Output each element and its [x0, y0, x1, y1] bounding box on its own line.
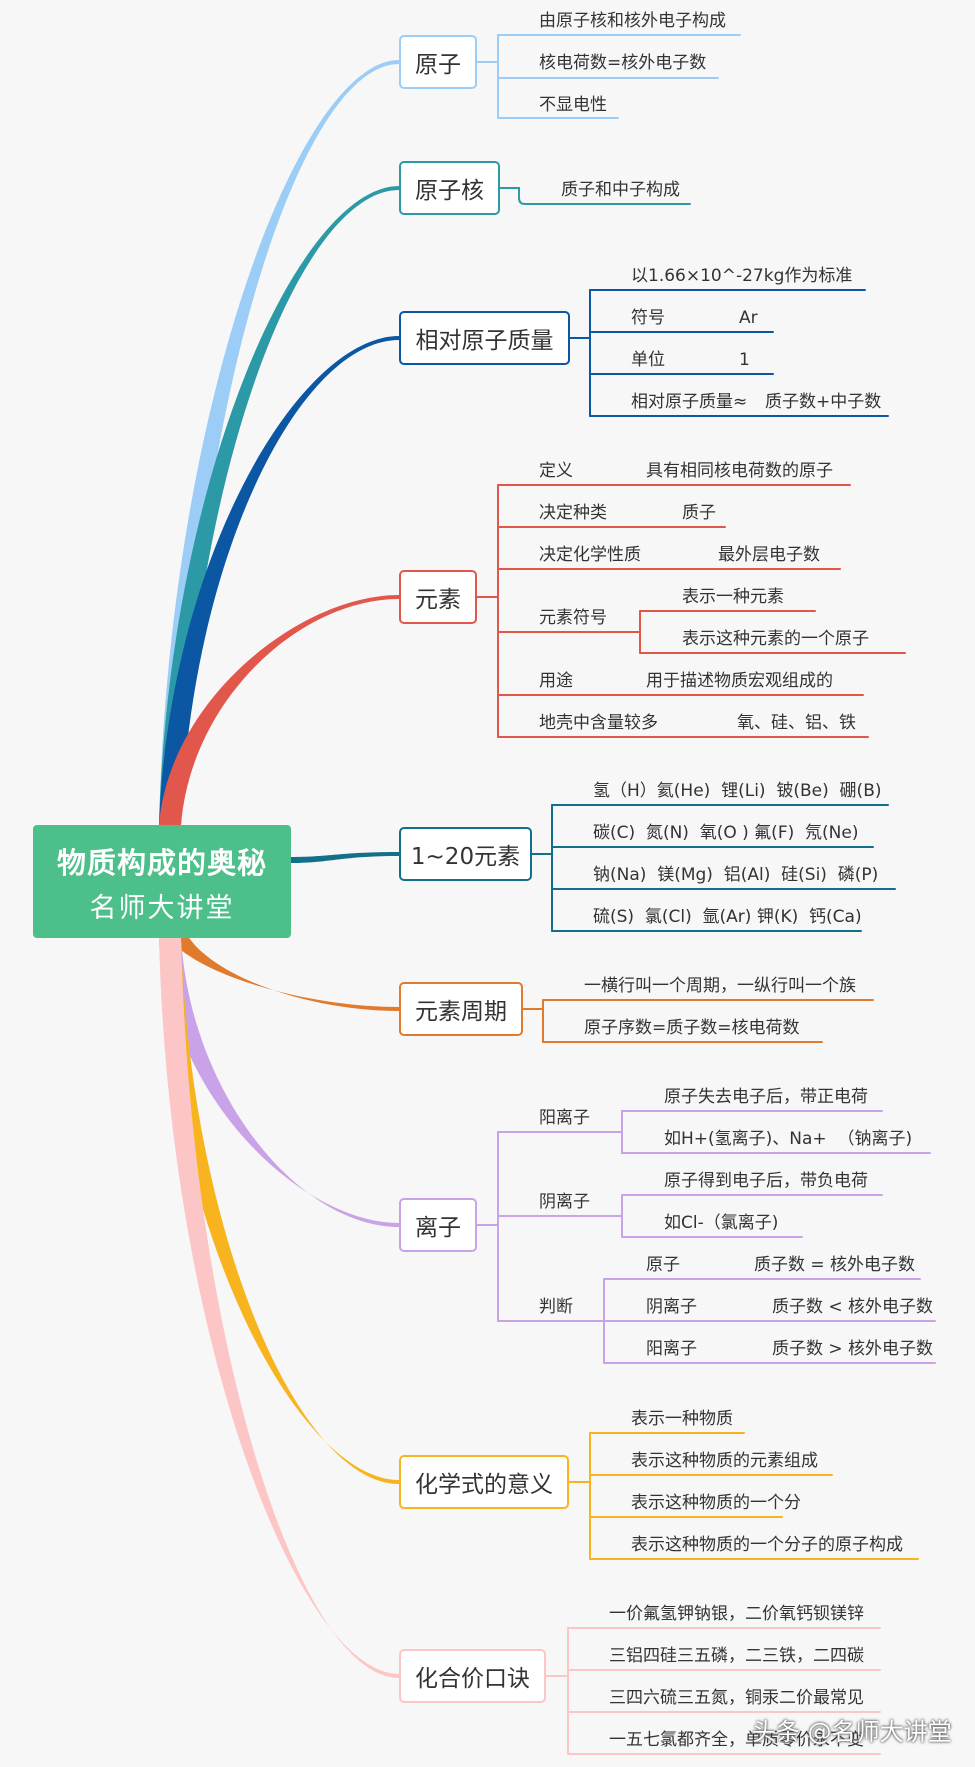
ion-detail[interactable]: 原子得到电子后，带负电荷 [664, 1171, 868, 1191]
ram-key[interactable]: 单位 [631, 350, 665, 370]
root-subtitle: 名师大讲堂 [89, 893, 235, 924]
topic-elements-1-20[interactable]: 1~20元素 [399, 827, 532, 881]
ion-judge-key[interactable]: 阴离子 [646, 1297, 697, 1317]
main-branch-connector [159, 938, 399, 1484]
element-key[interactable]: 决定化学性质 [539, 545, 641, 565]
valence-leaf[interactable]: 一价氟氢钾钠银，二价氧钙钡镁锌 [609, 1604, 864, 1624]
element-value[interactable]: 质子 [682, 503, 716, 523]
element-value[interactable]: 用于描述物质宏观组成的 [646, 671, 833, 691]
ram-leaf-standard[interactable]: 以1.66×10^-27kg作为标准 [631, 266, 853, 286]
formula-leaf[interactable]: 表示这种物质的元素组成 [631, 1451, 818, 1471]
ion-key-judge[interactable]: 判断 [539, 1297, 573, 1317]
element-key[interactable]: 元素符号 [539, 608, 607, 628]
valence-leaf[interactable]: 一五七氯都齐全，单质零价永不变 [609, 1730, 864, 1750]
topic-atom[interactable]: 原子 [399, 35, 477, 89]
periodic-leaf[interactable]: 原子序数=质子数=核电荷数 [584, 1018, 800, 1038]
ion-detail[interactable]: 原子失去电子后，带正电荷 [664, 1087, 868, 1107]
atom-leaf[interactable]: 不显电性 [539, 95, 607, 115]
element-key[interactable]: 地壳中含量较多 [539, 713, 658, 733]
main-branch-connector [159, 595, 399, 825]
element-key[interactable]: 决定种类 [539, 503, 607, 523]
elements-row[interactable]: 氢（H）氦(He) 锂(Li) 铍(Be) 硼(B) [593, 781, 882, 801]
ram-value[interactable]: 1 [739, 350, 750, 370]
topic-ion[interactable]: 离子 [399, 1198, 477, 1252]
topic-formula-meaning[interactable]: 化学式的意义 [399, 1455, 569, 1509]
element-key[interactable]: 定义 [539, 461, 573, 481]
topic-valence-rhyme[interactable]: 化合价口诀 [399, 1649, 546, 1703]
element-value[interactable]: 氧、硅、铝、铁 [737, 713, 856, 733]
ram-value[interactable]: 质子数+中子数 [765, 392, 882, 412]
atom-leaf[interactable]: 核电荷数=核外电子数 [539, 53, 707, 73]
elements-row[interactable]: 钠(Na) 镁(Mg) 铝(Al) 硅(Si) 磷(P) [593, 865, 879, 885]
ram-key[interactable]: 符号 [631, 308, 665, 328]
formula-leaf[interactable]: 表示一种物质 [631, 1409, 733, 1429]
ion-judge-value[interactable]: 质子数 = 核外电子数 [754, 1255, 916, 1275]
ion-judge-key[interactable]: 阳离子 [646, 1339, 697, 1359]
element-value[interactable]: 具有相同核电荷数的原子 [646, 461, 833, 481]
topic-element[interactable]: 元素 [399, 570, 477, 624]
elements-row[interactable]: 硫(S) 氯(Cl) 氩(Ar) 钾(K) 钙(Ca) [593, 907, 862, 927]
main-branch-connector [159, 60, 399, 825]
element-value[interactable]: 最外层电子数 [718, 545, 820, 565]
formula-leaf[interactable]: 表示这种物质的一个分 [631, 1493, 801, 1513]
valence-leaf[interactable]: 三四六硫三五氮，铜汞二价最常见 [609, 1688, 864, 1708]
topic-periodic[interactable]: 元素周期 [399, 982, 523, 1036]
root-topic[interactable]: 物质构成的奥秘 名师大讲堂 [33, 825, 291, 938]
leaf-underline [499, 187, 691, 205]
element-symbol-meaning[interactable]: 表示这种元素的一个原子 [682, 629, 869, 649]
ram-value[interactable]: Ar [739, 308, 758, 328]
formula-leaf[interactable]: 表示这种物质的一个分子的原子构成 [631, 1535, 903, 1555]
nucleus-leaf[interactable]: 质子和中子构成 [561, 180, 680, 200]
topic-relative-atomic-mass[interactable]: 相对原子质量 [399, 311, 570, 365]
valence-leaf[interactable]: 三铝四硅三五磷，二三铁，二四碳 [609, 1646, 864, 1666]
elements-row[interactable]: 碳(C) 氮(N) 氧(O ) 氟(F) 氖(Ne) [593, 823, 859, 843]
element-symbol-meaning[interactable]: 表示一种元素 [682, 587, 784, 607]
periodic-leaf[interactable]: 一横行叫一个周期，一纵行叫一个族 [584, 976, 856, 996]
root-title: 物质构成的奥秘 [56, 846, 267, 880]
element-key[interactable]: 用途 [539, 671, 573, 691]
watermark: 头条 @名师大讲堂 [752, 1718, 952, 1746]
topic-nucleus[interactable]: 原子核 [399, 161, 500, 215]
ion-detail[interactable]: 如H+(氢离子)、Na+ （钠离子) [664, 1129, 913, 1149]
ion-judge-value[interactable]: 质子数 < 核外电子数 [772, 1297, 934, 1317]
main-branch-connector [159, 938, 399, 1227]
atom-leaf[interactable]: 由原子核和核外电子构成 [539, 11, 726, 31]
ion-detail[interactable]: 如Cl-（氯离子) [664, 1213, 779, 1233]
ion-key-cation[interactable]: 阳离子 [539, 1108, 590, 1128]
main-branch-connector [291, 852, 399, 863]
ion-key-anion[interactable]: 阴离子 [539, 1192, 590, 1212]
ram-key[interactable]: 相对原子质量≈ [631, 392, 748, 412]
ion-judge-key[interactable]: 原子 [646, 1255, 680, 1275]
main-branch-connector [159, 938, 399, 1678]
ion-judge-value[interactable]: 质子数 > 核外电子数 [772, 1339, 934, 1359]
